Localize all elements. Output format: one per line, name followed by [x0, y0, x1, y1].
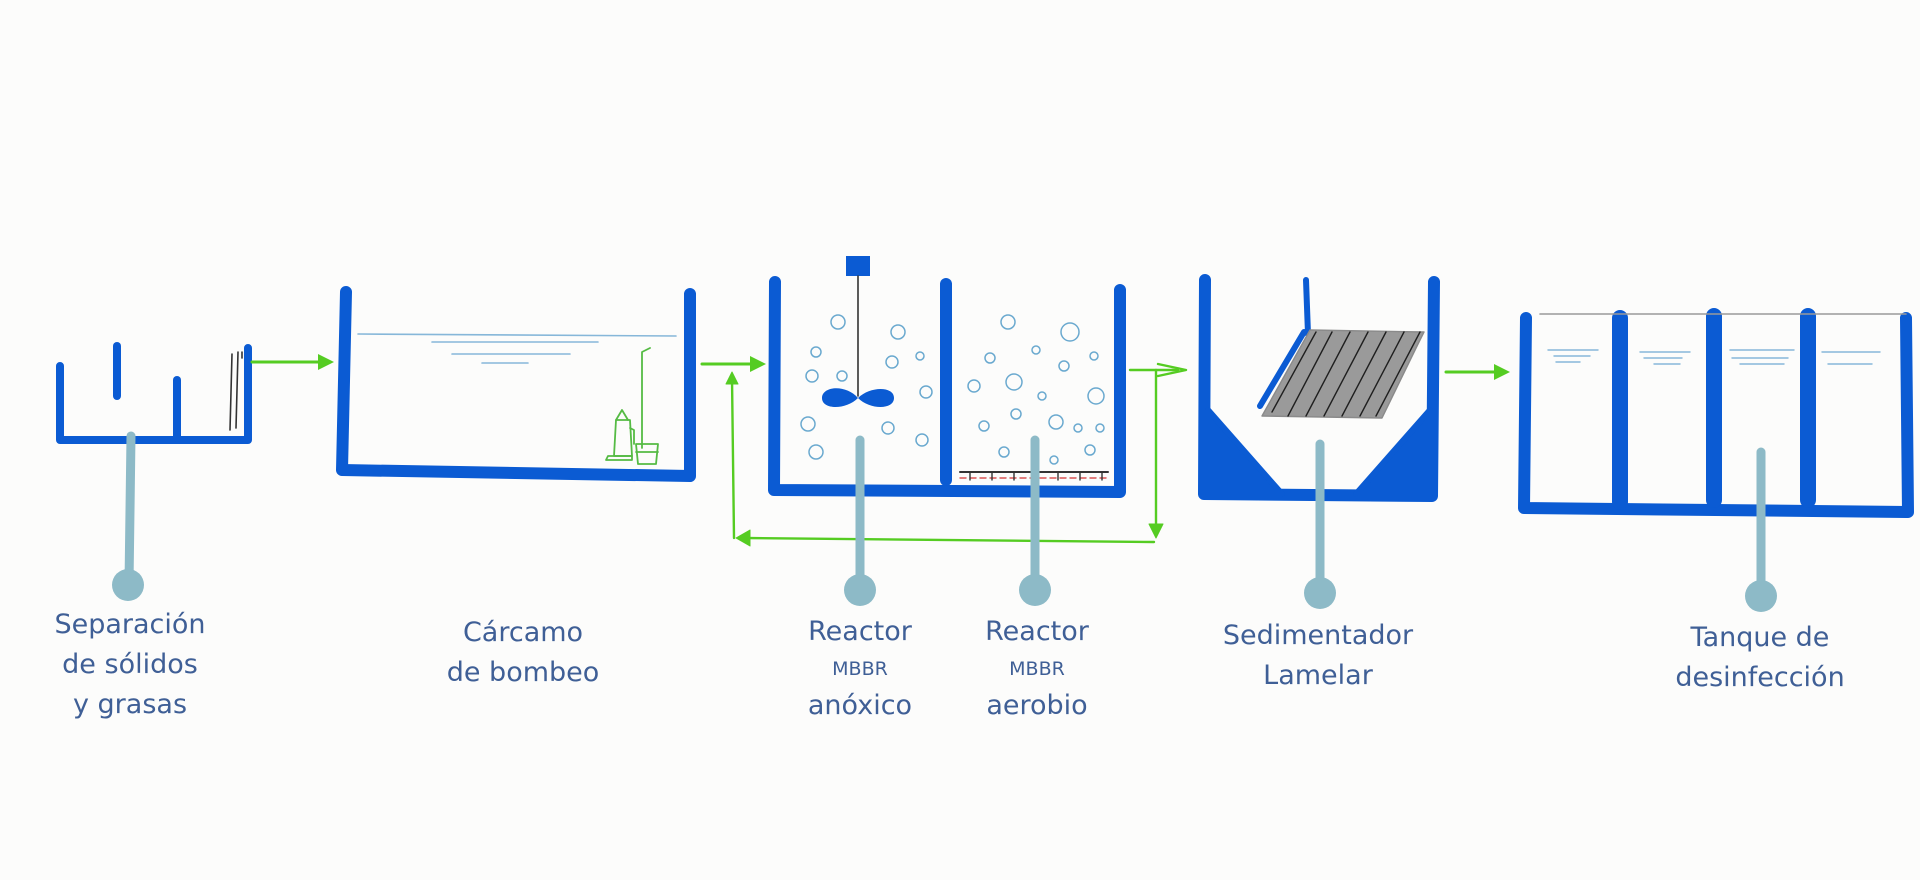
bar-screen-icon	[229, 351, 243, 431]
solids-grease-separator-tank	[56, 342, 252, 444]
label-reactor-anoxico-line1: Reactor	[808, 616, 912, 647]
lamella-plates	[1261, 329, 1425, 419]
flow-arrow-1	[250, 354, 334, 370]
label-sedimentador: Sedimentador Lamelar	[1200, 616, 1436, 696]
label-sedimentador-line1: Sedimentador	[1222, 620, 1414, 651]
label-reactor-aerobio-line3: aerobio	[986, 690, 1088, 721]
aerobic-bubbles	[967, 314, 1105, 465]
label-reactor-aerobio-line2: MBBR	[1009, 658, 1065, 680]
label-reactor-anoxico-line2: MBBR	[832, 658, 888, 680]
pumping-sump-tank	[336, 286, 696, 482]
label-reactor-aerobio-line1: Reactor	[985, 616, 1089, 647]
label-pointers	[124, 431, 1766, 601]
disinfection-tank	[1518, 308, 1914, 518]
label-reactor-aerobio: Reactor MBBR aerobio	[957, 612, 1117, 726]
anoxic-bubbles	[800, 314, 933, 460]
label-carcamo-line1: Cárcamo	[462, 617, 584, 648]
submersible-pump-icon	[605, 347, 659, 465]
flow-arrow-4	[1444, 364, 1510, 380]
flow-arrow-2	[700, 356, 766, 372]
label-separacion-line1: Separación	[54, 609, 206, 640]
label-desinfeccion: Tanque de desinfección	[1650, 618, 1870, 698]
recirculation-line	[725, 362, 1188, 547]
label-separacion: Separación de sólidos y grasas	[30, 605, 230, 725]
label-reactor-anoxico: Reactor MBBR anóxico	[780, 612, 940, 726]
label-carcamo-line2: de bombeo	[446, 657, 600, 688]
mixer-icon	[822, 256, 894, 407]
label-separacion-line2: de sólidos	[62, 649, 198, 680]
pointer-dots	[112, 569, 1777, 612]
label-separacion-line3: y grasas	[72, 689, 188, 720]
label-desinfeccion-line2: desinfección	[1675, 662, 1845, 693]
label-carcamo: Cárcamo de bombeo	[420, 613, 626, 693]
label-desinfeccion-line1: Tanque de	[1690, 622, 1830, 653]
label-sedimentador-line2: Lamelar	[1263, 660, 1373, 691]
mbbr-reactor-tank	[768, 276, 1126, 498]
label-reactor-anoxico-line3: anóxico	[807, 690, 913, 721]
